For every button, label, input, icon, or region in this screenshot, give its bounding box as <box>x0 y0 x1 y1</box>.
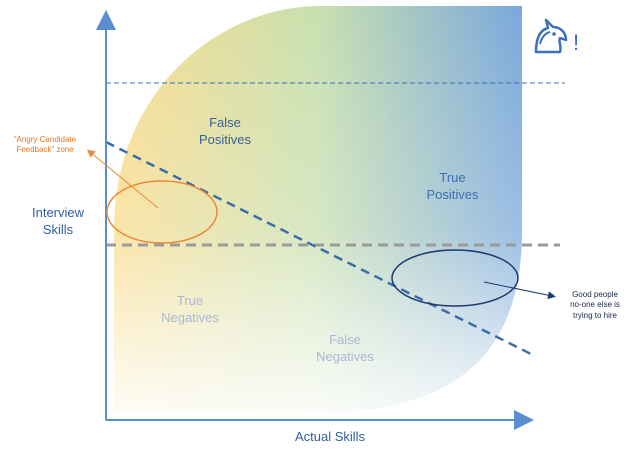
skills-region-fade <box>114 6 522 412</box>
angry-zone-ellipse <box>106 180 218 244</box>
angry-zone-label: “Angry Candidate Feedback” zone <box>13 135 77 155</box>
true-positives-label: True Positives <box>426 170 479 202</box>
y-axis-label: Interview Skills <box>31 205 85 237</box>
good-people-arrow <box>483 281 556 300</box>
false-negatives-label: False Negatives <box>316 332 374 364</box>
good-people-label: Good people no-one else is trying to hir… <box>570 290 620 320</box>
diagonal-threshold-line <box>105 140 536 358</box>
logo-exclamation: ! <box>573 30 580 55</box>
angry-zone-arrow <box>86 149 159 209</box>
unicorn-icon <box>534 18 568 54</box>
good-people-ellipse <box>391 249 519 307</box>
false-positives-label: False Positives <box>198 115 252 147</box>
true-negatives-label: True Negatives <box>161 293 219 325</box>
x-axis-label: Actual Skills <box>294 429 366 444</box>
